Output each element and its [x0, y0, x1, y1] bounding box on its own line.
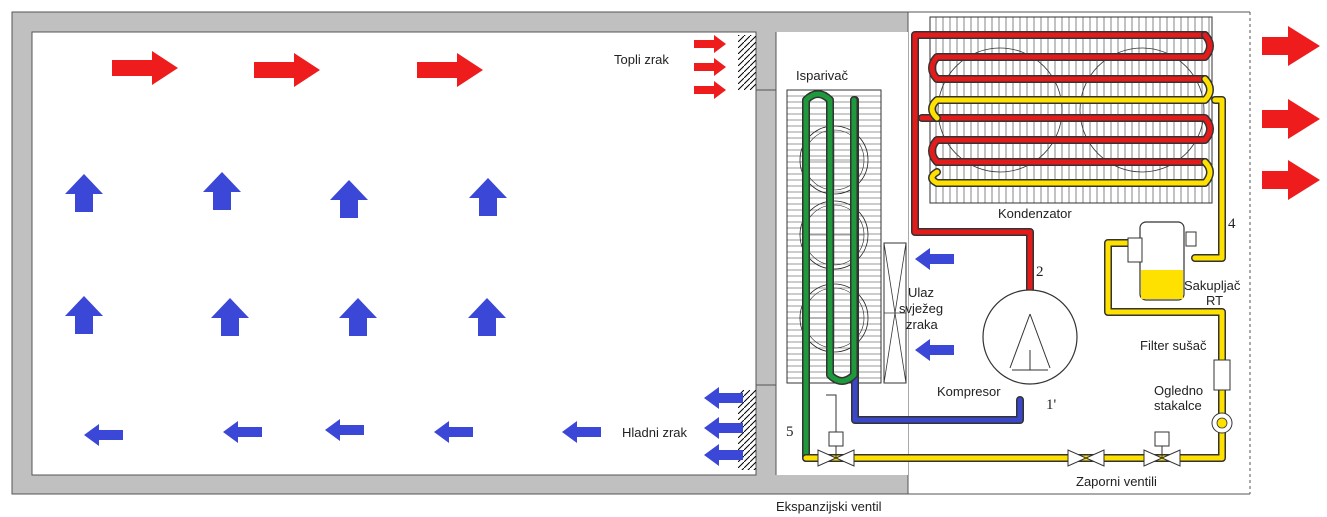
warm-air-small-arrow — [694, 81, 726, 99]
label-zaporni: Zaporni ventili — [1076, 474, 1157, 489]
shutoff-valve-1 — [1067, 449, 1105, 467]
sensor-line — [826, 394, 837, 432]
shutoff-valve-2 — [1143, 431, 1181, 467]
outdoor-boundary — [908, 11, 1251, 495]
label-svjezeg: svježeg — [899, 301, 943, 316]
label-zraka: zraka — [906, 317, 939, 332]
outdoor-warm-arrow — [1262, 99, 1320, 139]
fresh-air-arrow — [915, 248, 954, 270]
label-kondenzator: Kondenzator — [998, 206, 1072, 221]
fresh-air-inlet — [883, 242, 907, 384]
label-point-4: 4 — [1228, 216, 1236, 232]
expansion-valve — [817, 431, 855, 467]
warm-air-small-arrow — [694, 58, 726, 76]
liquid-line — [1192, 97, 1225, 261]
condenser-fan-icon — [1079, 47, 1205, 173]
warm-air-small-arrow — [694, 35, 726, 53]
label-sakupljac: Sakupljač — [1184, 278, 1241, 293]
label-point-2: 2 — [1036, 264, 1044, 280]
label-isparivac: Isparivač — [796, 68, 849, 83]
outdoor-warm-arrows — [1262, 26, 1320, 200]
label-hladni-zrak: Hladni zrak — [622, 425, 688, 440]
evaporator-loop — [803, 91, 857, 461]
pipes — [802, 31, 1226, 462]
label-filter: Filter sušač — [1140, 338, 1207, 353]
condenser-coil — [929, 32, 1213, 82]
valves — [817, 431, 1181, 467]
discharge-line — [912, 32, 1208, 293]
label-topli-zrak: Topli zrak — [614, 52, 669, 67]
outdoor-warm-arrow — [1262, 26, 1320, 66]
compressor — [982, 289, 1078, 385]
label-kompresor: Kompresor — [937, 384, 1001, 399]
receiver — [1127, 221, 1197, 301]
sight-glass — [1211, 412, 1233, 434]
label-point-5: 5 — [786, 424, 794, 440]
labels: Topli zrak Isparivač Kondenzator Ulaz sv… — [614, 52, 1241, 514]
filter-drier — [1213, 359, 1231, 391]
label-point-1p: 1' — [1046, 397, 1057, 413]
upper-grille — [738, 35, 756, 90]
label-stakalce: stakalce — [1154, 398, 1202, 413]
label-rt: RT — [1206, 293, 1223, 308]
condenser — [929, 16, 1213, 204]
fresh-air-arrow — [915, 339, 954, 361]
label-ekspanzijski: Ekspanzijski ventil — [776, 499, 882, 514]
label-ogledno: Ogledno — [1154, 383, 1203, 398]
outdoor-warm-arrow — [1262, 160, 1320, 200]
warm-air-small-arrows — [694, 35, 726, 99]
label-ulaz: Ulaz — [908, 285, 934, 300]
condenser-fan-icon — [937, 47, 1063, 173]
